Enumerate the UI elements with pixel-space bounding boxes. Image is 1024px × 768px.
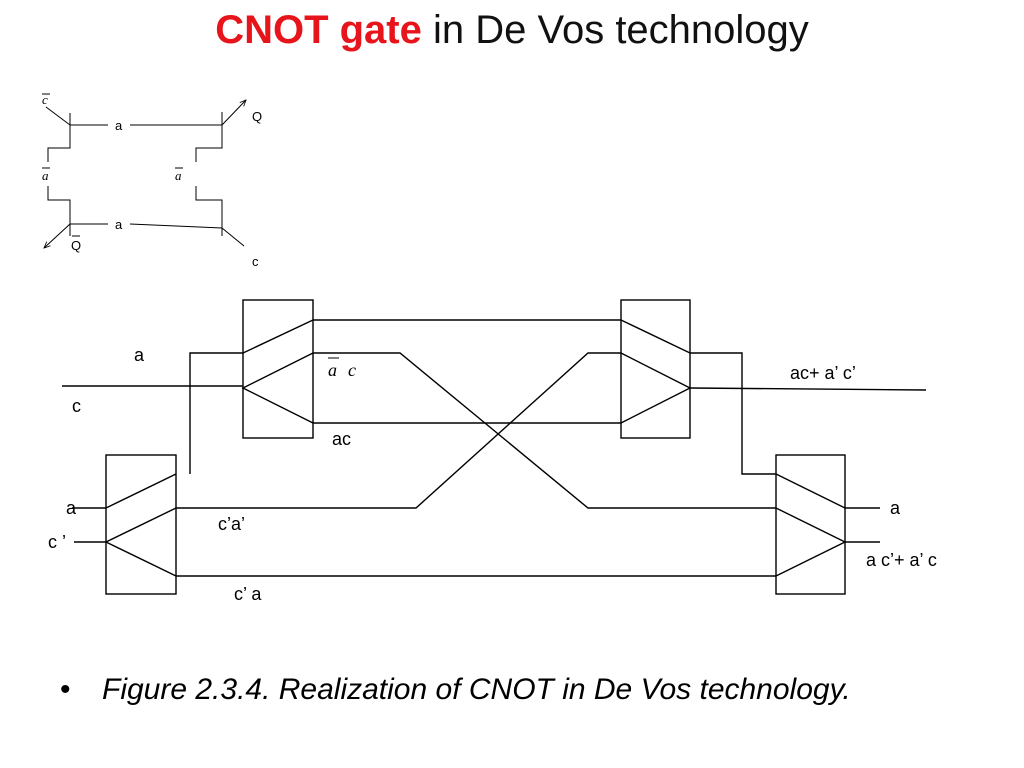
figure-caption: • Figure 2.3.4. Realization of CNOT in De…: [60, 670, 851, 710]
label-input-c-top: c: [72, 396, 81, 416]
slide-title: CNOT gate in De Vos technology: [0, 4, 1024, 56]
wire-right-riser: [690, 352, 776, 475]
label-cprime-a: c’ a: [234, 584, 262, 604]
label-input-a-bottom: a: [66, 498, 77, 518]
big-gate-diagram: a c a c ac ac+ a’ c’ a c ’ c’a’ c’ a a a…: [48, 299, 937, 604]
title-highlight: CNOT gate: [215, 8, 422, 52]
wire-left-riser: [189, 352, 243, 474]
block-top-right-triangle: [620, 352, 692, 424]
small-label-a-bar-left: a: [42, 168, 49, 183]
label-input-a-top: a: [134, 345, 145, 365]
bullet: •: [60, 673, 71, 706]
label-abar-c-a: a: [328, 360, 337, 380]
label-output-bottom: a c’+ a’ c: [866, 550, 937, 570]
small-label-a-bar-right: a: [175, 168, 182, 183]
small-label-a-top: a: [115, 118, 123, 133]
caption-text: Figure 2.3.4. Realization of CNOT in De …: [102, 673, 851, 706]
block-bottom-left-upper-diag: [105, 473, 177, 509]
block-bottom-right-triangle: [775, 507, 847, 577]
small-output-c-line: [221, 227, 245, 247]
block-bottom-right: [775, 454, 846, 595]
wire-output-top: [689, 387, 927, 391]
small-bottom-wire-right: [129, 223, 223, 229]
block-top-left: [242, 299, 314, 439]
block-top-left-upper-diag: [242, 319, 314, 354]
block-top-right-upper-diag: [620, 319, 691, 354]
label-ac: ac: [332, 429, 351, 449]
label-output-top: ac+ a’ c’: [790, 363, 856, 383]
title-rest: in De Vos technology: [421, 8, 809, 52]
block-bottom-left: [105, 454, 177, 595]
label-abar-c-c: c: [348, 360, 356, 380]
small-label-q: Q: [252, 109, 262, 124]
small-tr-lead: [195, 137, 223, 162]
small-input-c-line: [45, 106, 71, 126]
block-bottom-left-triangle: [104, 507, 177, 577]
small-label-q-bar: Q: [71, 238, 81, 253]
block-top-right: [620, 299, 691, 439]
wire-cross-cprime-aprime: [176, 352, 621, 509]
label-input-c-prime: c ’: [48, 532, 66, 552]
small-label-c-bar: c: [42, 92, 48, 107]
small-gate-diagram: c a a a a Q Q c: [42, 92, 262, 269]
small-q-output-arrow: [221, 100, 246, 126]
block-bottom-right-upper-diag: [775, 473, 846, 509]
label-cprime-aprime: c’a’: [218, 514, 245, 534]
small-label-a-bottom: a: [115, 217, 123, 232]
wire-cross-abar-c: [313, 352, 776, 509]
small-tl-lead: [47, 137, 71, 162]
small-bl-lead: [47, 186, 71, 212]
small-br-lead: [195, 186, 223, 212]
label-output-a: a: [890, 498, 901, 518]
small-qbar-output-arrow: [44, 223, 71, 248]
block-top-left-triangle: [241, 352, 314, 424]
small-label-c: c: [252, 254, 259, 269]
